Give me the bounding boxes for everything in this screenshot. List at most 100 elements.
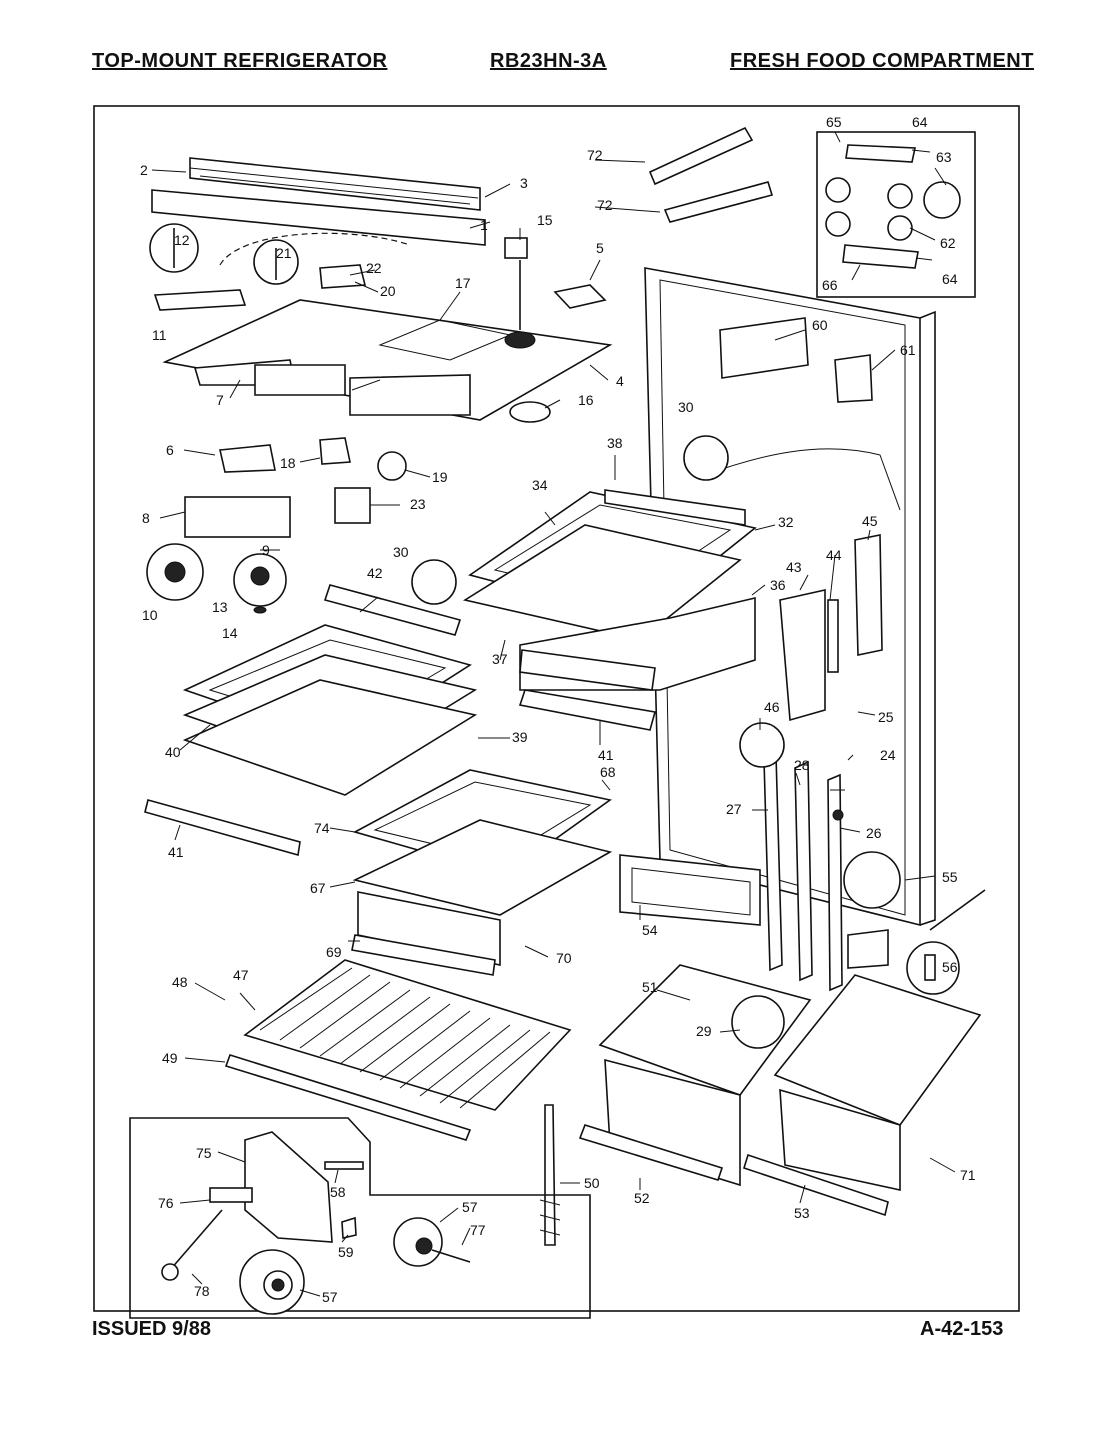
callout-53: 53 [794, 1205, 810, 1221]
callout-70: 70 [556, 950, 572, 966]
callout-30-lower: 30 [393, 544, 409, 560]
footer-page-code: A-42-153 [920, 1318, 1004, 1340]
callout-48: 48 [172, 974, 188, 990]
header-model-type: TOP-MOUNT REFRIGERATOR [92, 50, 388, 72]
callout-57-upper: 57 [462, 1199, 478, 1215]
callout-47: 47 [233, 967, 249, 983]
callout-27: 27 [726, 801, 742, 817]
callout-41-left: 41 [168, 844, 184, 860]
callout-55: 55 [942, 869, 958, 885]
callout-74: 74 [314, 820, 330, 836]
callout-24: 24 [880, 747, 896, 763]
callout-37: 37 [492, 651, 508, 667]
callout-15: 15 [537, 212, 553, 228]
light-shield-assembly [151, 157, 486, 246]
callout-68: 68 [600, 764, 616, 780]
callout-44: 44 [826, 547, 842, 563]
callout-72-upper: 72 [587, 147, 603, 163]
callout-52: 52 [634, 1190, 650, 1206]
callout-16: 16 [578, 392, 594, 408]
brackets-72 [648, 126, 774, 223]
callout-11: 11 [152, 327, 167, 343]
callout-14: 14 [222, 625, 238, 641]
callout-78: 78 [194, 1283, 210, 1299]
callout-56: 56 [942, 959, 958, 975]
crisper-pans [578, 964, 982, 1217]
callout-64-lower: 64 [942, 271, 958, 287]
callout-66: 66 [822, 277, 838, 293]
callout-10: 10 [142, 607, 158, 623]
callout-45: 45 [862, 513, 878, 529]
footer-issue-date: ISSUED 9/88 [92, 1318, 211, 1340]
callout-1: 1 [480, 217, 488, 233]
detail-circles-30-29 [411, 435, 785, 1049]
callout-51: 51 [642, 979, 658, 995]
callout-21: 21 [276, 245, 292, 261]
callout-49: 49 [162, 1050, 178, 1066]
callout-59: 59 [338, 1244, 354, 1260]
callout-5: 5 [596, 240, 604, 256]
callout-6: 6 [166, 442, 174, 458]
callout-72-lower: 72 [597, 197, 613, 213]
callout-13: 13 [212, 599, 228, 615]
middle-shelf-crisper [351, 769, 613, 976]
header-model-number: RB23HN-3A [490, 50, 607, 72]
roller-detail-inset [129, 1117, 591, 1319]
callout-50: 50 [584, 1175, 600, 1191]
part-50 [539, 1104, 561, 1246]
callout-19: 19 [432, 469, 448, 485]
callout-42: 42 [367, 565, 383, 581]
bottom-glass-shelf [224, 959, 572, 1141]
callout-40: 40 [165, 744, 181, 760]
callout-labels: 1 2 3 4 5 6 7 8 9 10 11 12 13 14 15 16 1… [140, 114, 976, 1305]
callout-12: 12 [174, 232, 190, 248]
callout-9: 9 [262, 542, 270, 558]
callout-18: 18 [280, 455, 296, 471]
callout-77: 77 [470, 1222, 486, 1238]
diagram-frame [93, 105, 1020, 1312]
detail-inset-top-right [816, 131, 976, 298]
callout-8: 8 [142, 510, 150, 526]
callout-64-upper: 64 [912, 114, 928, 130]
control-housing [162, 299, 613, 421]
callout-67: 67 [310, 880, 326, 896]
callout-17: 17 [455, 275, 471, 291]
callout-36: 36 [770, 577, 786, 593]
left-shelves-40 [144, 584, 478, 857]
callout-29: 29 [696, 1023, 712, 1039]
callout-20: 20 [380, 283, 396, 299]
callout-38: 38 [607, 435, 623, 451]
callout-61: 61 [900, 342, 916, 358]
callout-58: 58 [330, 1184, 346, 1200]
callout-39: 39 [512, 729, 528, 745]
callout-26: 26 [866, 825, 882, 841]
callout-3: 3 [520, 175, 528, 191]
callout-65: 65 [826, 114, 842, 130]
callout-30-upper: 30 [678, 399, 694, 415]
callout-76: 76 [158, 1195, 174, 1211]
callout-41-right: 41 [598, 747, 614, 763]
meat-keeper-36 [518, 596, 756, 731]
callout-22: 22 [366, 260, 382, 276]
callout-54: 54 [642, 922, 658, 938]
shelf-rails-and-panel [619, 753, 889, 992]
callout-4: 4 [616, 373, 624, 389]
header-section: FRESH FOOD COMPARTMENT [730, 50, 1034, 72]
leader-lines [151, 131, 956, 1297]
callout-62: 62 [940, 235, 956, 251]
callout-2: 2 [140, 162, 148, 178]
callout-75: 75 [196, 1145, 212, 1161]
callout-7: 7 [216, 392, 224, 408]
callout-57-lower: 57 [322, 1289, 338, 1305]
upper-shelf [462, 489, 757, 641]
callout-69: 69 [326, 944, 342, 960]
misc-right-parts [739, 534, 986, 995]
callout-23: 23 [410, 496, 426, 512]
callout-28: 28 [794, 757, 810, 773]
callout-43: 43 [786, 559, 802, 575]
callout-34: 34 [532, 477, 548, 493]
callout-32: 32 [778, 514, 794, 530]
detail-circles-top-left [149, 223, 411, 311]
callout-25: 25 [878, 709, 894, 725]
